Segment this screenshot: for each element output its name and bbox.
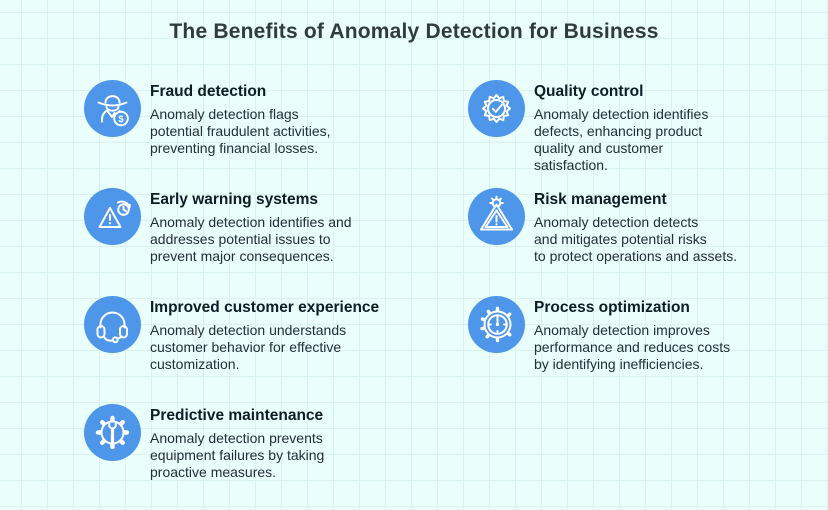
- gear-wrench-icon: [84, 404, 141, 461]
- benefit-item-process-optimization: Process optimization Anomaly detection i…: [468, 296, 730, 373]
- quality-badge-icon: [468, 80, 525, 137]
- benefit-description: Anomaly detection prevents equipment fai…: [150, 430, 325, 480]
- benefit-description: Anomaly detection improves performance a…: [534, 322, 731, 372]
- benefit-title: Predictive maintenance: [150, 407, 324, 424]
- benefit-item-risk-management: Risk management Anomaly detection detect…: [468, 188, 737, 265]
- warning-clock-icon: [84, 188, 141, 245]
- benefit-description: Anomaly detection understands customer b…: [150, 322, 347, 372]
- gauge-gear-icon: [468, 296, 525, 353]
- benefit-description: Anomaly detection identifies and address…: [150, 214, 352, 264]
- svg-text:$: $: [118, 114, 124, 125]
- benefit-title: Process optimization: [534, 299, 690, 316]
- benefit-item-predictive-maintenance: Predictive maintenance Anomaly detection…: [84, 404, 324, 481]
- page-title: The Benefits of Anomaly Detection for Bu…: [169, 20, 659, 43]
- benefit-description: Anomaly detection detects and mitigates …: [534, 214, 738, 264]
- benefit-item-fraud-detection: $ Fraud detection Anomaly detection flag…: [84, 80, 331, 157]
- benefit-title: Risk management: [534, 191, 667, 208]
- benefit-item-customer-experience: Improved customer experience Anomaly det…: [84, 296, 379, 373]
- benefit-title: Improved customer experience: [150, 299, 380, 316]
- benefit-title: Fraud detection: [150, 83, 267, 100]
- spy-icon: $: [84, 80, 141, 137]
- benefit-description: Anomaly detection flags potential fraudu…: [150, 106, 331, 156]
- benefit-item-early-warning: Early warning systems Anomaly detection …: [84, 188, 352, 265]
- headset-icon: [84, 296, 141, 353]
- benefit-description: Anomaly detection identifies defects, en…: [534, 106, 709, 173]
- benefit-item-quality-control: Quality control Anomaly detection identi…: [468, 80, 708, 174]
- benefit-title: Quality control: [534, 83, 644, 100]
- warning-gear-icon: [468, 188, 525, 245]
- benefit-title: Early warning systems: [150, 191, 318, 208]
